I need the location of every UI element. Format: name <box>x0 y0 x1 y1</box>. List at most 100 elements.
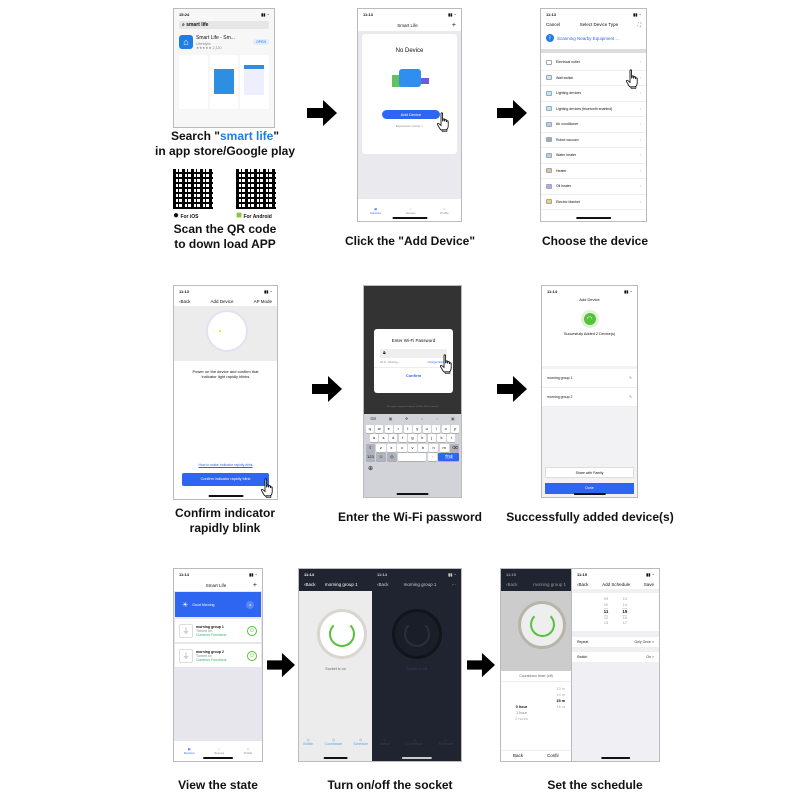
save-button[interactable]: Save <box>643 582 654 587</box>
howto-link[interactable]: How to make indicator rapidly blink <box>198 463 253 467</box>
key[interactable]: c <box>397 443 407 452</box>
device-type-item[interactable]: Oil heater› <box>541 179 646 195</box>
minute-option[interactable]: 13 <box>622 597 627 601</box>
minute-option[interactable]: 16 <box>622 615 627 620</box>
device-type-item[interactable]: Air conditioner› <box>541 117 646 133</box>
backspace-key[interactable]: ⌫ <box>450 443 460 452</box>
key[interactable]: x <box>386 443 397 452</box>
minute-option[interactable]: 14 <box>622 602 627 607</box>
add-icon[interactable]: + <box>451 22 456 29</box>
more-icon[interactable]: ··· <box>451 582 456 587</box>
device-type-item[interactable]: Electrical outlet› <box>541 55 646 71</box>
add-device-button[interactable]: Add Device <box>382 110 440 119</box>
confirm-indicator-button[interactable]: Confirm indicator rapidly blink <box>182 473 269 486</box>
key[interactable]: b <box>418 443 428 452</box>
add-icon[interactable]: + <box>252 582 257 589</box>
added-device-row[interactable]: morning group 1✎ <box>542 369 637 388</box>
key[interactable]: a <box>369 434 379 443</box>
change-network-link[interactable]: Change Network <box>427 361 447 364</box>
minute-option[interactable]: 15 <box>622 608 628 616</box>
key[interactable]: r <box>394 424 403 433</box>
common-functions-link[interactable]: Common Functions <box>196 657 227 662</box>
key[interactable]: t <box>403 424 412 433</box>
mic-icon[interactable]: ● <box>246 600 254 609</box>
tab-devices[interactable]: ▦Devices <box>370 207 381 215</box>
confirm-button[interactable]: Confirm <box>374 367 453 378</box>
key[interactable]: j <box>427 434 437 443</box>
device-type-item[interactable]: Lighting devices› <box>541 86 646 102</box>
key[interactable]: u <box>422 424 431 433</box>
tab-profile[interactable]: ☺Profile <box>243 747 253 755</box>
schedule-tab[interactable]: ◷Schedule <box>353 738 368 746</box>
key[interactable]: f <box>398 434 408 443</box>
hour-option[interactable]: 13 <box>603 621 609 625</box>
key[interactable]: v <box>407 443 418 452</box>
key[interactable]: y <box>413 424 422 433</box>
hour-option[interactable]: 10 <box>603 602 609 607</box>
countdown-tab[interactable]: ◷Countdown <box>405 738 424 746</box>
key[interactable]: n <box>428 443 439 452</box>
back-button[interactable]: ‹Back <box>377 582 389 587</box>
countdown-confirm-button[interactable]: Confirm <box>546 753 559 758</box>
tab-profile[interactable]: ☺Profile <box>440 207 449 215</box>
device-type-item[interactable]: Robot vacuum› <box>541 133 646 148</box>
device-type-item[interactable]: Lighting devices (bluetooth enabled)› <box>541 102 646 117</box>
experience-center-link[interactable]: Experience Center > <box>395 124 424 128</box>
edit-icon[interactable]: ✎ <box>629 376 632 380</box>
key[interactable]: p <box>451 424 460 433</box>
app-listing[interactable]: ⌂ Smart Life - Sm... Lifestyle ★★★★★ 2,1… <box>174 30 274 55</box>
key[interactable]: w <box>375 424 384 433</box>
globe-icon[interactable]: ⊕ <box>368 465 374 472</box>
back-button[interactable]: ‹Back <box>577 582 589 587</box>
device-type-item[interactable]: Water heater› <box>541 148 646 164</box>
key[interactable]: z <box>376 443 386 452</box>
device-type-item[interactable]: Wall switch› <box>541 71 646 86</box>
edit-icon[interactable]: ✎ <box>629 395 632 399</box>
power-button-on[interactable] <box>317 609 367 659</box>
switch-tab[interactable]: ◎Switch <box>303 738 314 746</box>
hour-option[interactable]: 09 <box>603 597 609 601</box>
key[interactable]: m <box>439 443 449 452</box>
added-device-row[interactable]: morning group 2✎ <box>542 388 637 407</box>
scan-icon[interactable]: ⛶ <box>637 22 641 27</box>
hour-option[interactable]: 11 <box>603 608 609 616</box>
key[interactable]: q <box>365 424 374 433</box>
key[interactable]: e <box>384 424 393 433</box>
key[interactable]: i <box>432 424 441 433</box>
device-type-item[interactable]: Electric blanket› <box>541 195 646 210</box>
tab-scenes[interactable]: ⌂Scenes <box>405 207 416 215</box>
tab-devices[interactable]: ▦Devices <box>183 747 195 755</box>
tab-scenes[interactable]: ⌂Scenes <box>214 747 225 755</box>
search-input[interactable]: ⌕ smart life <box>179 21 269 29</box>
key[interactable]: g <box>408 434 417 443</box>
key[interactable]: h <box>417 434 427 443</box>
key[interactable]: k <box>437 434 446 443</box>
power-toggle-icon[interactable]: ⏻ <box>247 625 257 636</box>
schedule-tab[interactable]: ◷Schedule <box>438 738 454 746</box>
countdown-back-button[interactable]: Back <box>512 753 523 758</box>
ap-mode-button[interactable]: AP Mode <box>253 299 272 304</box>
power-button-on[interactable] <box>518 601 566 649</box>
done-button[interactable]: Done <box>545 483 634 494</box>
minute-option[interactable]: 17 <box>622 621 627 625</box>
open-button[interactable]: OPEN <box>253 39 269 45</box>
share-with-family-button[interactable]: Share with Family <box>545 467 634 478</box>
key[interactable]: o <box>441 424 450 433</box>
go-key[interactable]: 完成 <box>438 453 460 462</box>
key[interactable]: s <box>379 434 388 443</box>
back-button[interactable]: ‹Back <box>179 299 191 304</box>
power-toggle-icon[interactable]: ⏻ <box>247 650 257 661</box>
key[interactable]: l <box>446 434 456 443</box>
back-button[interactable]: ‹Back <box>304 582 316 587</box>
cancel-button[interactable]: Cancel <box>546 22 561 27</box>
switch-tab[interactable]: ◎Switch <box>379 738 391 746</box>
power-button-off[interactable] <box>392 609 442 659</box>
device-type-item[interactable]: Heater› <box>541 164 646 179</box>
